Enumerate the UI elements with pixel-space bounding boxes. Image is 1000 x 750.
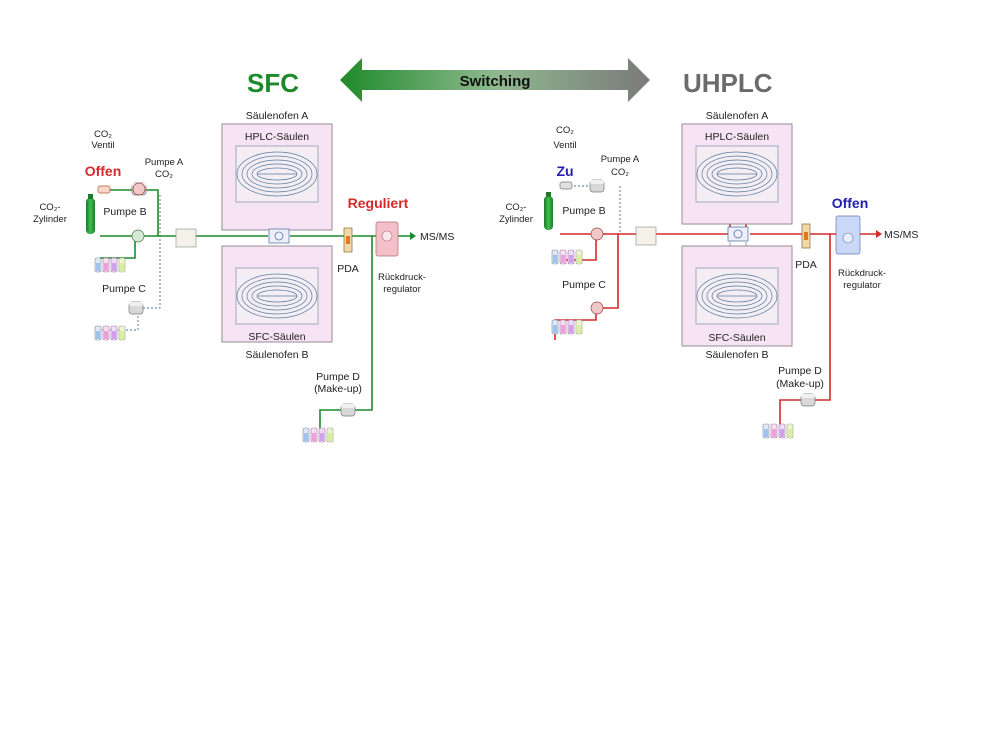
uhplc-pump-a-label-1: Pumpe A (601, 154, 640, 165)
uhplc-valve-status: Zu (556, 163, 573, 179)
sfc-pump-d-solvent-bottles (302, 427, 334, 443)
sfc-mixer-icon (175, 228, 197, 248)
sfc-pump-a-label-2: CO₂ (155, 169, 173, 180)
uhplc-bpr-label-1: Rückdruck- (838, 268, 886, 279)
uhplc-sfc-columns-label: SFC-Säulen (708, 332, 765, 344)
switching-label: Switching (460, 73, 531, 90)
sfc-sfc-columns-label: SFC-Säulen (248, 331, 305, 343)
uhplc-co2-valve-icon (559, 181, 573, 190)
uhplc-pump-a-label-2: CO₂ (611, 167, 629, 178)
switching-arrow: Switching (340, 58, 650, 102)
sfc-co2-valve-icon (97, 185, 111, 194)
sfc-hplc-columns-label: HPLC-Säulen (245, 131, 309, 143)
sfc-valve-status: Offen (85, 163, 122, 179)
uhplc-co2-valve-label-1: CO₂ (556, 125, 574, 136)
uhplc-co2-cylinder-icon (544, 196, 553, 230)
uhplc-pump-c-icon (590, 301, 604, 315)
sfc-pump-d-label-2: (Make-up) (314, 383, 362, 395)
sfc-oven-b-label: Säulenofen B (245, 349, 308, 361)
sfc-co2-valve-label-2: Ventil (91, 140, 114, 151)
sfc-pump-c-solvent-bottles (94, 325, 126, 341)
uhplc-panel: Säulenofen A HPLC-Säulen SFC-Säulen Säul… (499, 110, 918, 439)
sfc-co2-valve-label-1: CO₂ (94, 129, 112, 140)
uhplc-pump-d-icon (800, 393, 816, 407)
sfc-co2-cylinder-icon (86, 198, 95, 234)
uhplc-oven-b-label: Säulenofen B (705, 349, 768, 361)
sfc-pump-b-label: Pumpe B (103, 206, 146, 218)
sfc-pump-b-icon (131, 229, 145, 243)
uhplc-pump-c-label: Pumpe C (562, 279, 606, 291)
sfc-pump-d-label-1: Pumpe D (316, 371, 360, 383)
sfc-cylinder-label-2: Zylinder (33, 214, 67, 225)
sfc-bpr-label-2: regulator (383, 284, 421, 295)
sfc-bpr-status: Reguliert (348, 195, 409, 211)
uhplc-bpr-label-2: regulator (843, 280, 881, 291)
uhplc-bpr-status: Offen (832, 195, 869, 211)
sfc-pump-c-label: Pumpe C (102, 283, 146, 295)
sfc-msms-label: MS/MS (420, 231, 454, 243)
sfc-pump-c-icon (128, 301, 144, 315)
uhplc-pump-d-label-1: Pumpe D (778, 365, 822, 377)
uhplc-co2-valve-label-2: Ventil (553, 140, 576, 151)
uhplc-pump-c-solvent-bottles (551, 319, 583, 335)
uhplc-pump-a-icon (589, 179, 605, 193)
uhplc-msms-label: MS/MS (884, 229, 918, 241)
sfc-pump-b-solvent-bottles (94, 257, 126, 273)
uhplc-pump-d-solvent-bottles (762, 423, 794, 439)
uhplc-oven-a-label: Säulenofen A (706, 110, 768, 122)
sfc-bpr-label-1: Rückdruck- (378, 272, 426, 283)
sfc-cylinder-label-1: CO₂- (39, 202, 60, 213)
sfc-panel: Säulenofen A HPLC-Säulen SFC-Säulen Säul… (33, 110, 454, 443)
sfc-oven-a-label: Säulenofen A (246, 110, 308, 122)
uhplc-title: UHPLC (683, 68, 773, 98)
sfc-pda-label: PDA (337, 263, 359, 275)
uhplc-pump-b-label: Pumpe B (562, 205, 605, 217)
uhplc-pump-b-solvent-bottles (551, 249, 583, 265)
sfc-pump-a-label-1: Pumpe A (145, 157, 184, 168)
uhplc-pump-b-icon (590, 227, 604, 241)
uhplc-pump-d-label-2: (Make-up) (776, 378, 824, 390)
uhplc-mixer-icon (635, 226, 657, 246)
uhplc-cylinder-label-1: CO₂- (505, 202, 526, 213)
sfc-title: SFC (247, 68, 299, 98)
uhplc-hplc-columns-label: HPLC-Säulen (705, 131, 769, 143)
uhplc-cylinder-label-2: Zylinder (499, 214, 533, 225)
uhplc-pda-label: PDA (795, 259, 817, 271)
sfc-pump-d-icon (340, 403, 356, 417)
